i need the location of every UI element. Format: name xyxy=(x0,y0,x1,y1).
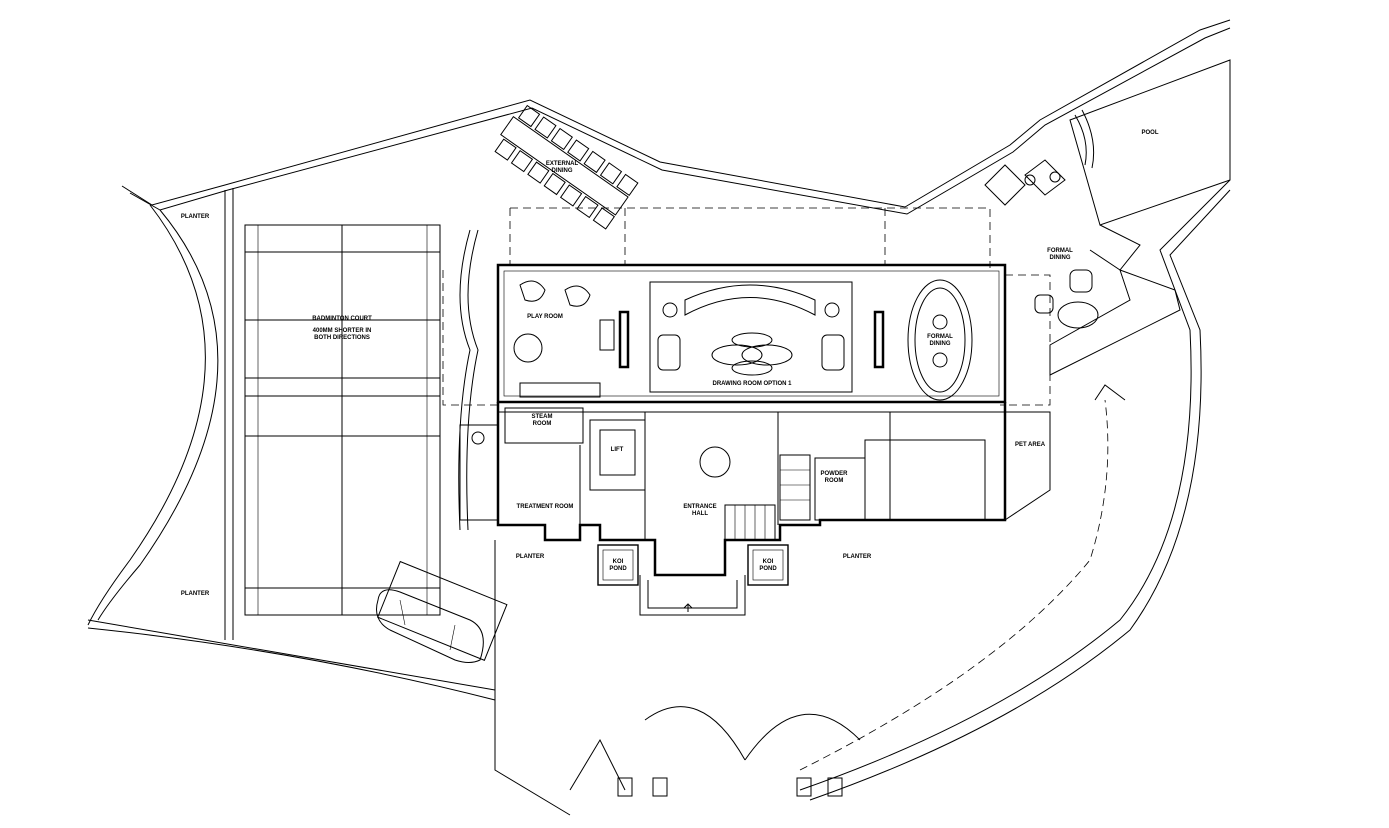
badminton-note: 400MM SHORTER IN xyxy=(313,328,372,334)
entrance-gates xyxy=(569,706,861,797)
koi-pond-label: POND xyxy=(759,566,777,572)
steam-room-label: STEAM xyxy=(532,414,553,420)
planter-label: PLANTER xyxy=(516,554,545,560)
formal-dining-label: FORMAL xyxy=(927,334,953,340)
pool xyxy=(1069,59,1231,271)
outdoor-seating xyxy=(984,159,1181,376)
badminton-note: BOTH DIRECTIONS xyxy=(314,335,370,341)
main-building xyxy=(459,263,1051,616)
badminton-court: BADMINTON COURT 400MM SHORTER IN BOTH DI… xyxy=(244,224,441,616)
stairs xyxy=(724,454,811,541)
car-parking xyxy=(376,560,508,663)
entrance-hall-label: ENTRANCE xyxy=(683,504,716,510)
external-dining-table: EXTERNAL DINING xyxy=(494,104,639,230)
badminton-court-label: BADMINTON COURT xyxy=(312,316,372,322)
play-room-label: PLAY ROOM xyxy=(527,314,563,320)
koi-pond-label: KOI xyxy=(613,559,624,565)
koi-pond-label: POND xyxy=(609,566,627,572)
lift-label: LIFT xyxy=(611,447,624,453)
formal-dining-outdoor-label: DINING xyxy=(1050,255,1071,261)
formal-dining-label: DINING xyxy=(930,341,951,347)
formal-dining-table xyxy=(907,279,973,401)
powder-room-label: POWDER xyxy=(821,471,849,477)
koi-pond-label: KOI xyxy=(763,559,774,565)
drawing-room-label: DRAWING ROOM OPTION 1 xyxy=(712,381,792,387)
external-dining-label: DINING xyxy=(552,168,573,174)
powder-room-label: ROOM xyxy=(825,478,844,484)
external-dining-label: EXTERNAL xyxy=(546,161,579,167)
planter-label: PLANTER xyxy=(181,214,210,220)
planter-label: PLANTER xyxy=(843,554,872,560)
planter-label: PLANTER xyxy=(181,591,210,597)
drawing-room-furniture xyxy=(618,284,885,376)
pet-area-label: PET AREA xyxy=(1015,442,1046,448)
treatment-room-label: TREATMENT ROOM xyxy=(517,504,574,510)
room-labels: PLAY ROOM DRAWING ROOM OPTION 1 FORMAL D… xyxy=(516,130,1159,572)
formal-dining-outdoor-label: FORMAL xyxy=(1047,248,1073,254)
pool-label: POOL xyxy=(1141,130,1158,136)
steam-room-label: ROOM xyxy=(533,421,552,427)
play-room-furniture xyxy=(513,280,615,398)
site-boundary xyxy=(87,19,1231,816)
entrance-hall-label: HALL xyxy=(692,511,708,517)
